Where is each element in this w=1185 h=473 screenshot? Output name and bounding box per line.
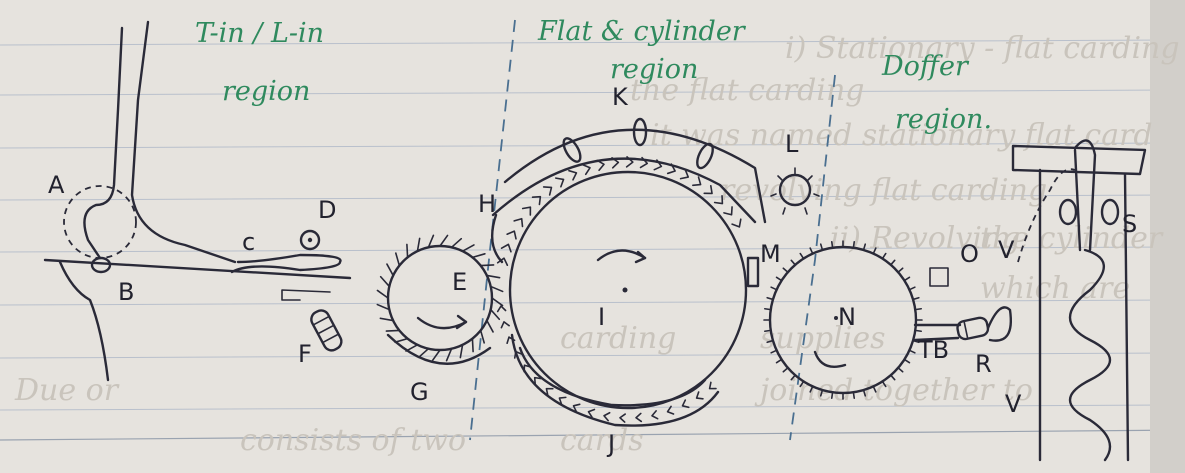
doffer-tooth [765,330,771,331]
region-tin-title: T-in / L-in [195,18,324,49]
ghost-text-8: carding [560,321,676,356]
doffer-tooth [915,330,921,331]
doffer-tooth [765,309,771,310]
label-k: K [612,83,629,111]
ghost-text-9: supplies [760,321,885,356]
region-flat-title: Flat & cylinder [537,16,747,47]
doffer-tooth [832,392,833,398]
label-j: J [606,430,615,458]
roller-d-center [308,238,312,242]
label-d: D [318,196,336,224]
label-e: E [452,268,467,296]
label-i: I [598,303,605,331]
label-s: S [1122,210,1137,238]
doffer-tooth [853,392,854,398]
label-tb: TB [917,336,949,364]
region-doffer-title: Doffer [881,51,970,82]
label-b: B [118,278,134,306]
ghost-text-13: cards [560,423,644,458]
ghost-text-10: Due or [14,373,120,408]
label-n: N [838,303,856,331]
licker-tooth [481,265,494,266]
label-v-upper: V [998,236,1015,264]
ghost-text-7: which are [980,271,1130,306]
region-doffer-subtitle: region. [895,104,992,135]
doffer-tooth [853,242,854,248]
label-h: H [478,190,496,218]
region-flat-subtitle: region [610,54,698,85]
label-o: O [960,240,979,268]
licker-tooth [407,244,408,257]
doffer-tooth [832,242,833,248]
ghost-text-12: consists of two [240,423,466,458]
label-l: L [785,130,799,158]
label-r: R [975,350,992,378]
ghost-text-4: revolving flat carding [720,173,1047,208]
label-a: A [48,171,65,199]
licker-tooth [386,330,399,331]
label-m: M [760,240,781,268]
label-g: G [410,378,429,406]
cylinder-center [623,288,628,293]
ghost-text-1: i) Stationary - flat carding [785,31,1180,66]
licker-tooth [472,339,473,352]
label-f: F [298,340,312,368]
label-v-lower: V [1005,390,1022,418]
label-c: c [242,228,255,256]
region-tin-subtitle: region [222,76,310,107]
doffer-tooth [915,309,921,310]
